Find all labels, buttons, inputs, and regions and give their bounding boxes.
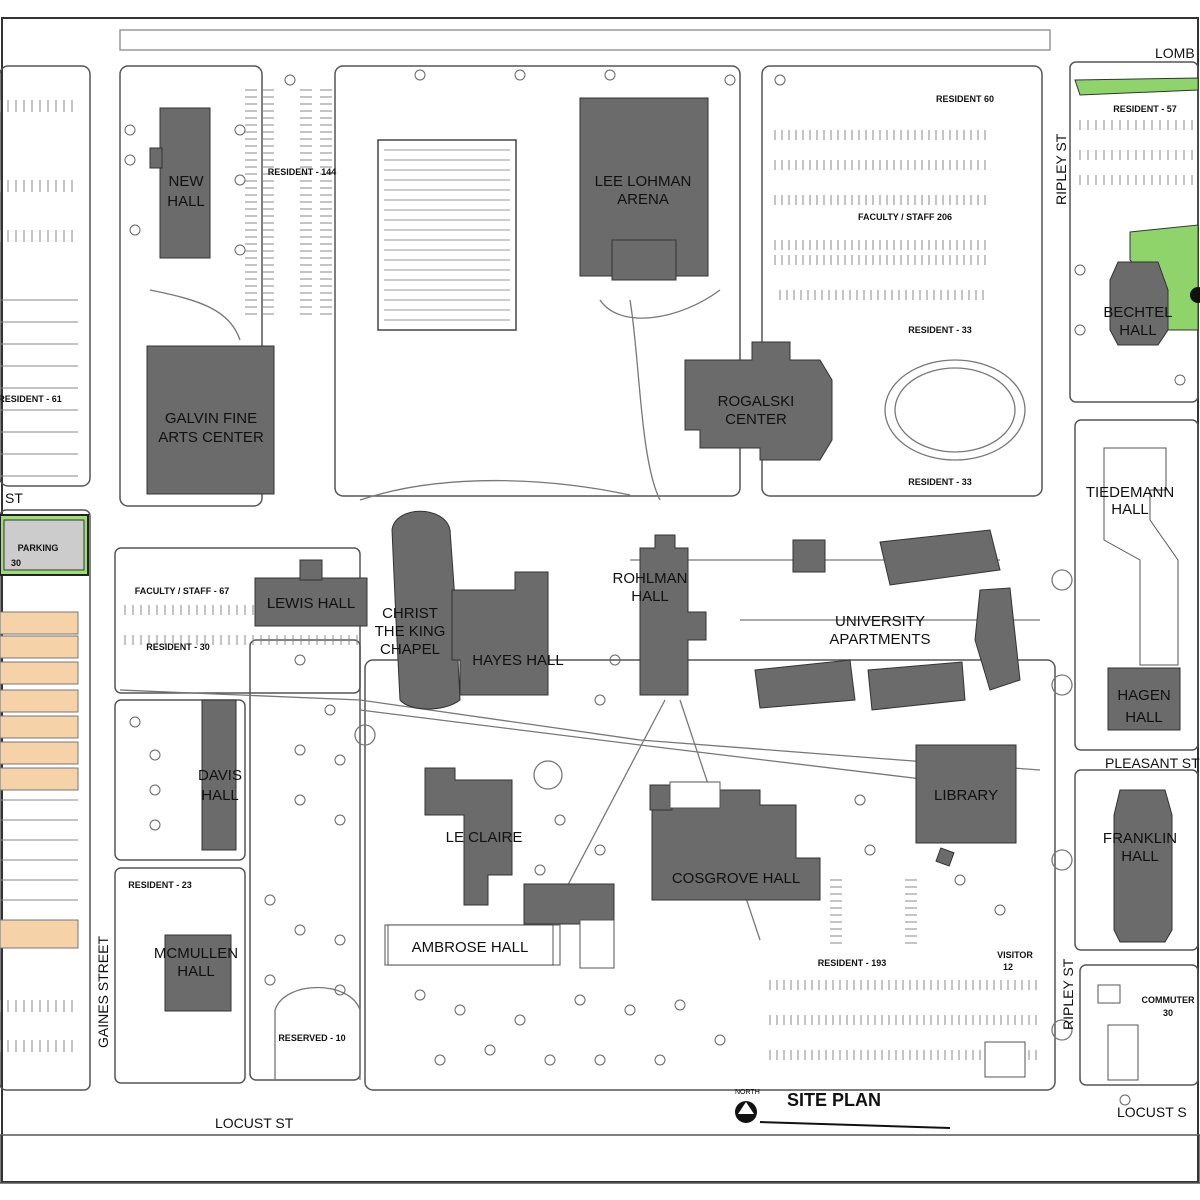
lot-labels: RESIDENT - 144 RESIDENT 60 RESIDENT - 57… [0,94,1195,1043]
north-label: NORTH [735,1089,760,1096]
green-space-lombard [1074,77,1199,96]
lot-resident-144: RESIDENT - 144 [268,167,337,177]
athletic-field [377,139,517,331]
lot-resident-193: RESIDENT - 193 [818,958,887,968]
lot-faculty-67: FACULTY / STAFF - 67 [135,586,230,596]
lot-resident-30: RESIDENT - 30 [146,642,210,652]
lot-resident-61: RESIDENT - 61 [0,394,62,404]
street-left: ST [5,490,23,506]
bldg-rogalski [684,341,833,461]
label-cosgrove: COSGROVE HALL [672,870,800,887]
buildings [146,97,1181,1012]
bldg-tiedemann [1103,447,1179,666]
bldg-mcmullen [164,934,232,1012]
bldg-library [915,744,1017,844]
label-le-claire: LE CLAIRE [446,829,523,846]
bldg-galvin [146,345,275,495]
bldg-davis [201,699,237,851]
label-hayes: HAYES HALL [472,652,563,669]
lot-resident-23: RESIDENT - 23 [128,880,192,890]
street-pleasant: PLEASANT ST [1105,755,1200,771]
lot-reserved-10: RESERVED - 10 [278,1033,345,1043]
street-ripley-bottom: RIPLEY ST [1060,958,1076,1030]
lot-faculty-206: FACULTY / STAFF 206 [858,212,952,222]
label-lewis: LEWIS HALL [267,595,355,612]
lot-resident-60: RESIDENT 60 [936,94,994,104]
lot-resident-33-a: RESIDENT - 33 [908,325,972,335]
bldg-bechtel [1109,261,1169,346]
trees [124,69,1186,1106]
label-library: LIBRARY [934,787,998,804]
bldg-hayes [451,571,549,696]
reserved-orange-stalls [0,611,79,949]
bldg-ambrose [387,924,554,966]
lot-resident-57: RESIDENT - 57 [1113,104,1177,114]
bldg-hagen [1107,667,1181,731]
bldg-new-hall [159,107,211,259]
outline-buildings [387,781,1139,1081]
bldg-ambrose-annex [523,883,615,925]
street-locust-right: LOCUST S [1117,1104,1187,1120]
street-locust-bottom: LOCUST ST [215,1115,294,1131]
street-labels: LOCUST ST LOCUST S GAINES STREET RIPLEY … [5,45,1200,1131]
site-plan-title: SITE PLAN [787,1090,881,1110]
bldg-univ-apartments [754,529,1021,711]
street-lombard: LOMB [1155,45,1195,61]
block-outlines [0,29,1200,1184]
lot-resident-33-b: RESIDENT - 33 [908,477,972,487]
site-plan-title-block: NORTH SITE PLAN [735,1089,951,1129]
bldg-franklin [1113,789,1173,943]
street-ripley-top: RIPLEY ST [1053,133,1069,205]
bldg-rohlman [639,534,707,696]
street-gaines: GAINES STREET [95,936,111,1048]
bldg-le-claire [424,767,513,906]
bldg-lewis [254,577,368,627]
label-ambrose: AMBROSE HALL [412,939,529,956]
